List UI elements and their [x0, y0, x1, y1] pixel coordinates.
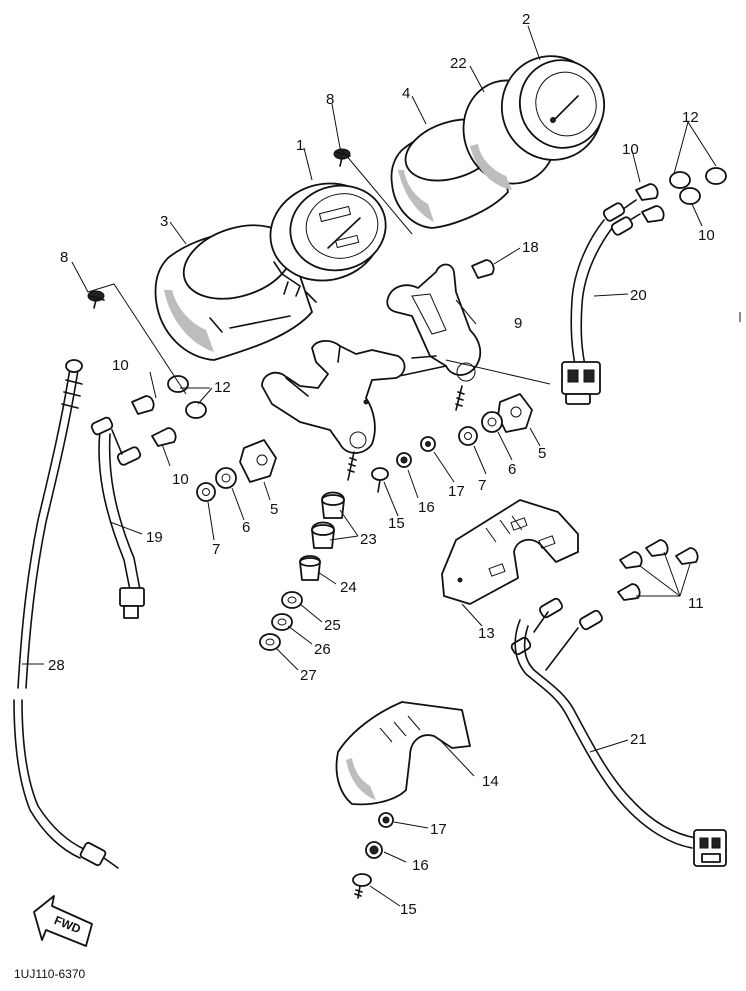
callout-7-left: 7	[212, 541, 220, 558]
part-7-nut-left	[196, 482, 216, 502]
callout-16-lower: 16	[412, 857, 429, 874]
part-8-screw-upper	[333, 148, 351, 167]
callout-14: 14	[482, 773, 499, 790]
callout-23: 23	[360, 531, 377, 548]
callout-7-right: 7	[478, 477, 486, 494]
callout-16-upper: 16	[418, 499, 435, 516]
part-27-nut	[259, 633, 281, 651]
callout-21: 21	[630, 731, 647, 748]
callout-6-right: 6	[508, 461, 516, 478]
part-12-bulb-left-b	[185, 401, 207, 419]
part-15-screw-upper	[371, 467, 389, 493]
callout-10-left-upper: 10	[112, 357, 129, 374]
part-18-bulb	[471, 259, 495, 279]
callout-20: 20	[630, 287, 647, 304]
callout-2: 2	[522, 11, 530, 28]
callout-13: 13	[478, 625, 495, 642]
callout-9: 9	[514, 315, 522, 332]
callout-10-right-upper: 10	[622, 141, 639, 158]
part-14-meter-cover-lower	[335, 701, 471, 806]
callout-12-right: 12	[682, 109, 699, 126]
callout-5-left: 5	[270, 501, 278, 518]
callout-5-right: 5	[538, 445, 546, 462]
part-8-screw-left	[87, 290, 105, 309]
callout-10-right-lower: 10	[698, 227, 715, 244]
part-3-meter-case	[154, 224, 313, 361]
callout-4: 4	[402, 85, 410, 102]
meter-stay-center	[261, 340, 406, 481]
part-17-nut-lower	[378, 812, 394, 828]
drawing-code: 1UJ110-6370	[14, 967, 85, 981]
callout-10-left-lower: 10	[172, 471, 189, 488]
callout-6-left: 6	[242, 519, 250, 536]
callout-11: 11	[688, 595, 704, 612]
fwd-arrow-icon: FWD	[33, 895, 93, 947]
callout-28: 28	[48, 657, 65, 674]
part-12-bulb-left-a	[167, 375, 189, 393]
part-17-nut-upper	[420, 436, 436, 452]
part-15-screw-lower	[352, 873, 372, 899]
part-7-nut-right	[458, 426, 478, 446]
callout-17-lower: 17	[430, 821, 447, 838]
part-16-washer-lower	[365, 841, 383, 859]
callout-17-upper: 17	[448, 483, 465, 500]
part-25-washer	[281, 591, 303, 609]
callout-27: 27	[300, 667, 317, 684]
part-6-washer-right	[481, 411, 503, 433]
part-24-collar	[299, 555, 321, 581]
part-16-washer-upper	[396, 452, 412, 468]
part-10-bulb-left-lower	[151, 427, 177, 447]
callout-26: 26	[314, 641, 331, 658]
callout-15-lower: 15	[400, 901, 417, 918]
part-28-meter-cable	[13, 359, 119, 869]
part-6-washer-left	[215, 467, 237, 489]
part-13-meter-cover	[441, 499, 579, 605]
callout-22: 22	[450, 55, 467, 72]
part-23-grommets	[311, 491, 345, 549]
callout-18: 18	[522, 239, 539, 256]
callout-15-upper: 15	[388, 515, 405, 532]
callout-labels: 1 2 3 4 5 5 6 6 7 7 8 8 9 10 10 10 10 11…	[48, 11, 715, 918]
part-9-meter-bracket	[386, 263, 482, 411]
part-10-bulb-left-upper	[131, 395, 155, 415]
part-10-bulbs-right	[635, 183, 665, 223]
callout-25: 25	[324, 617, 341, 634]
part-19-sub-wire-harness	[90, 416, 145, 619]
part-2-tachometer	[500, 55, 606, 161]
callout-8-left: 8	[60, 249, 68, 266]
callout-1: 1	[296, 137, 304, 154]
part-11-bulbs	[617, 539, 699, 601]
part-1-speedometer	[269, 182, 387, 303]
callout-12-left: 12	[214, 379, 231, 396]
callout-24: 24	[340, 579, 357, 596]
leader-lines	[22, 25, 717, 907]
part-12-bulbs-right	[669, 167, 727, 205]
callout-3: 3	[160, 213, 168, 230]
callout-8-upper: 8	[326, 91, 334, 108]
part-21-sub-wire-harness	[510, 597, 727, 867]
callout-19: 19	[146, 529, 163, 546]
part-20-sub-wire-harness	[561, 199, 641, 405]
part-26-washer	[271, 613, 293, 631]
part-5-damper-left	[239, 439, 277, 483]
part-5-damper-right	[497, 393, 533, 433]
